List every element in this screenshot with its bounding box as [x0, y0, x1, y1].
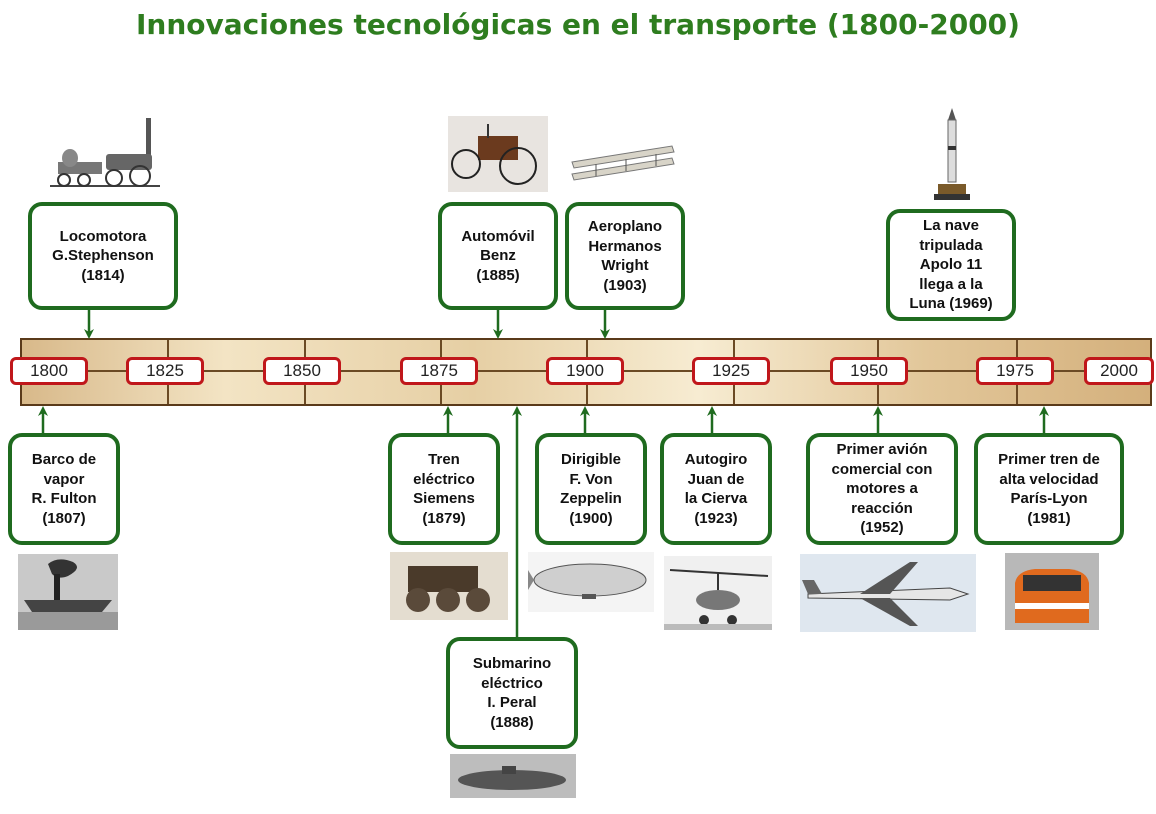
year-label-1925: 1925: [692, 357, 770, 385]
benz-car-picture: [448, 116, 548, 192]
year-label-2000: 2000: [1084, 357, 1154, 385]
electric-locomotive-picture: [390, 552, 508, 620]
event-card-apolo: La nave tripulada Apolo 11 llega a la Lu…: [886, 209, 1016, 321]
event-card-locomotora: Locomotora G.Stephenson (1814): [28, 202, 178, 310]
wright-biplane-picture: [566, 140, 678, 190]
submarine-picture: [450, 754, 576, 798]
year-label-1950: 1950: [830, 357, 908, 385]
event-text: Automóvil Benz (1885): [461, 227, 535, 284]
page-title: Innovaciones tecnológicas en el transpor…: [136, 8, 1020, 41]
event-card-automovil: Automóvil Benz (1885): [438, 202, 558, 310]
event-card-tren-electrico: Tren eléctrico Siemens (1879): [388, 433, 500, 545]
event-text: Autogiro Juan de la Cierva (1923): [684, 451, 748, 527]
event-card-submarino: Submarino eléctrico I. Peral (1888): [446, 637, 578, 749]
rocket-picture: [930, 106, 974, 202]
year-label-1875: 1875: [400, 357, 478, 385]
event-text: Barco de vapor R. Fulton (1807): [31, 451, 97, 527]
event-card-dirigible: Dirigible F. Von Zeppelin (1900): [535, 433, 647, 545]
event-card-barco: Barco de vapor R. Fulton (1807): [8, 433, 120, 545]
event-card-tren-alta-velocidad: Primer tren de alta velocidad París-Lyon…: [974, 433, 1124, 545]
zeppelin-picture: [528, 552, 654, 612]
event-text: Dirigible F. Von Zeppelin (1900): [560, 451, 622, 527]
steamboat-picture: [18, 554, 118, 630]
event-text: Primer avión comercial con motores a rea…: [831, 441, 933, 537]
autogiro-picture: [664, 556, 772, 630]
event-card-aeroplano: Aeroplano Hermanos Wright (1903): [565, 202, 685, 310]
event-text: Locomotora G.Stephenson (1814): [52, 227, 154, 284]
year-label-1850: 1850: [263, 357, 341, 385]
year-label-1975: 1975: [976, 357, 1054, 385]
year-label-1800: 1800: [10, 357, 88, 385]
event-text: La nave tripulada Apolo 11 llega a la Lu…: [909, 217, 993, 313]
event-text: Submarino eléctrico I. Peral (1888): [472, 655, 552, 731]
jet-airliner-picture: [800, 554, 976, 632]
high-speed-train-picture: [1005, 553, 1099, 630]
event-text: Primer tren de alta velocidad París-Lyon…: [998, 451, 1100, 527]
event-text: Tren eléctrico Siemens (1879): [413, 451, 475, 527]
event-card-autogiro: Autogiro Juan de la Cierva (1923): [660, 433, 772, 545]
steam-locomotive-picture: [50, 114, 160, 192]
event-text: Aeroplano Hermanos Wright (1903): [587, 218, 663, 294]
event-card-avion-reaccion: Primer avión comercial con motores a rea…: [806, 433, 958, 545]
year-label-1900: 1900: [546, 357, 624, 385]
year-label-1825: 1825: [126, 357, 204, 385]
